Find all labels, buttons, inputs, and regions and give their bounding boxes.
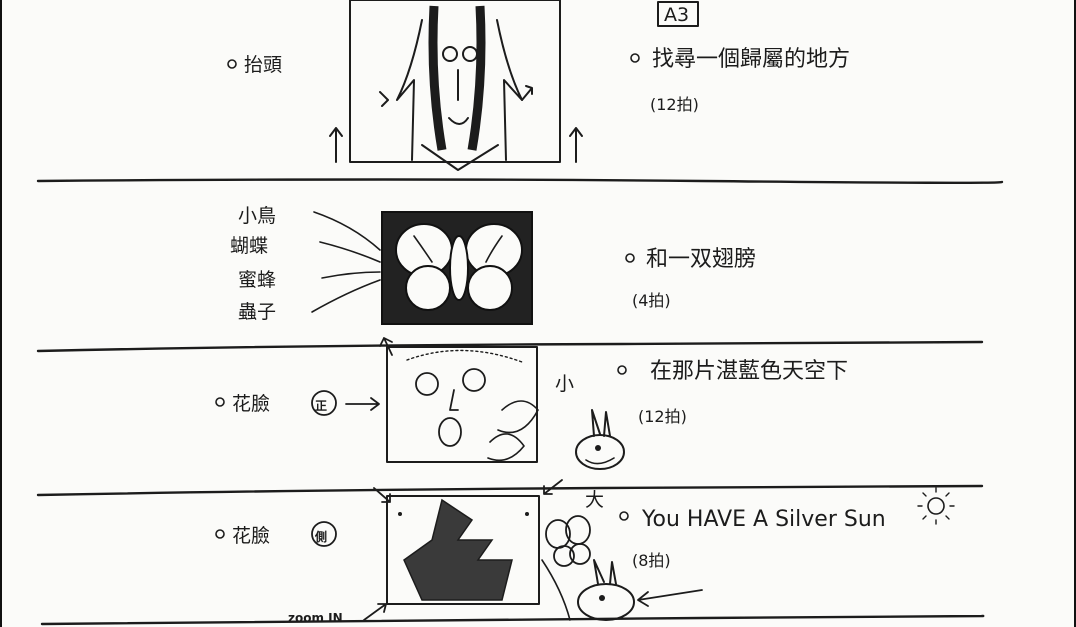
butterfly-small-drawing <box>545 515 591 567</box>
sun-icon <box>917 487 955 525</box>
hair-left-drawing <box>396 19 423 161</box>
shot-mark-circle-icon <box>311 521 337 547</box>
hair-strands-drawing <box>428 5 447 151</box>
hair-strands-drawing-2 <box>467 5 486 151</box>
scene-4-frame <box>386 495 540 605</box>
chin-drawing <box>421 144 499 171</box>
scene-2-lyric: 和一双翅膀 <box>646 247 756 272</box>
page-tag: A3 <box>657 1 699 27</box>
petal-fringe-drawing <box>406 349 523 363</box>
hair-right-drawing <box>496 19 523 161</box>
flower-eye-right-drawing <box>462 368 486 392</box>
scene-2-beats: (4拍) <box>632 291 671 310</box>
zoom-arrow-top-left-icon <box>373 487 391 503</box>
bullet-icon <box>215 397 225 407</box>
arrow-left-icon <box>637 589 703 607</box>
motion-line-drawing <box>541 559 571 621</box>
bullet-icon <box>625 253 635 263</box>
eye-right-drawing <box>462 46 478 62</box>
scene-1-frame <box>349 0 561 171</box>
scene-4-shot-mark: 側 <box>314 529 327 544</box>
zoom-arrow-top-right-icon <box>543 479 563 495</box>
bullet-icon <box>619 511 629 521</box>
leaf-drawing-2 <box>487 433 525 462</box>
flower-eye-left-drawing <box>415 372 439 396</box>
zoom-arrow-bottom-left-icon <box>363 603 387 621</box>
wing-lower-left-drawing <box>405 265 451 311</box>
panel-divider-1 <box>36 178 1004 184</box>
bullet-icon <box>630 53 640 63</box>
arrow-right-icon <box>345 397 380 411</box>
scene-2-frame <box>381 211 533 325</box>
scene-3-frame <box>386 346 539 463</box>
tilt-up-arrow-left-icon <box>329 127 343 163</box>
panel-divider-2 <box>36 340 984 353</box>
rabbit-drawing <box>575 409 625 470</box>
scene-4-beats: (8拍) <box>632 551 671 570</box>
hatched-flower-profile-drawing <box>403 498 513 601</box>
scene-4: 花臉 側 zoom IN 大 You HAVE A Silver Sun <box>215 479 955 625</box>
page-tag-label: A3 <box>664 4 689 26</box>
rotate-arrow-right-icon <box>521 85 533 101</box>
pointer-lines-drawing <box>311 211 381 313</box>
scene-3-shot: 花臉 <box>232 393 270 415</box>
scene-1-beats: (12拍) <box>650 95 699 114</box>
scene-4-camera-note: zoom IN <box>288 611 343 625</box>
eye-left-drawing <box>442 46 458 62</box>
rotate-arrow-left-icon <box>379 91 389 107</box>
bullet-icon <box>617 365 627 375</box>
butterfly-body-drawing <box>449 235 469 301</box>
scene-1-lyric: 找尋一個歸屬的地方 <box>652 47 850 72</box>
scene-4-side-note: 大 <box>585 489 604 511</box>
scene-1: 抬頭 找尋一個歸屬的地方 (12拍) <box>227 0 850 171</box>
wing-lower-right-drawing <box>467 265 513 311</box>
shot-list-item: 小鳥 <box>238 205 276 227</box>
scene-3: 花臉 正 小 在那片湛藍色天空下 (12拍) <box>215 337 848 470</box>
shot-list-item: 蟲子 <box>238 301 276 323</box>
panel-divider-4 <box>40 614 985 626</box>
scene-3-shot-mark: 正 <box>315 399 327 413</box>
nose-drawing <box>449 389 459 411</box>
rabbit-drawing-2 <box>577 559 635 621</box>
bullet-icon <box>215 529 225 539</box>
scene-3-side-note: 小 <box>555 373 574 395</box>
scene-1-shot: 抬頭 <box>244 54 282 76</box>
scene-3-lyric: 在那片湛藍色天空下 <box>650 359 848 384</box>
scene-4-lyric: You HAVE A Silver Sun <box>641 507 886 532</box>
scene-2: 小鳥 蝴蝶 蜜蜂 蟲子 和一双翅膀 (4拍) <box>230 205 756 325</box>
leaf-drawing <box>497 400 539 434</box>
bullet-icon <box>227 59 237 69</box>
panel-divider-3 <box>36 484 984 497</box>
shot-list-item: 蜜蜂 <box>238 269 276 291</box>
mouth-drawing <box>438 417 462 447</box>
shot-mark-circle-icon <box>311 390 337 416</box>
scene-4-shot: 花臉 <box>232 525 270 547</box>
mouth-drawing <box>448 117 469 125</box>
tilt-up-arrow-right-icon <box>569 127 583 163</box>
scene-3-beats: (12拍) <box>638 407 687 426</box>
shot-list-item: 蝴蝶 <box>230 235 268 257</box>
